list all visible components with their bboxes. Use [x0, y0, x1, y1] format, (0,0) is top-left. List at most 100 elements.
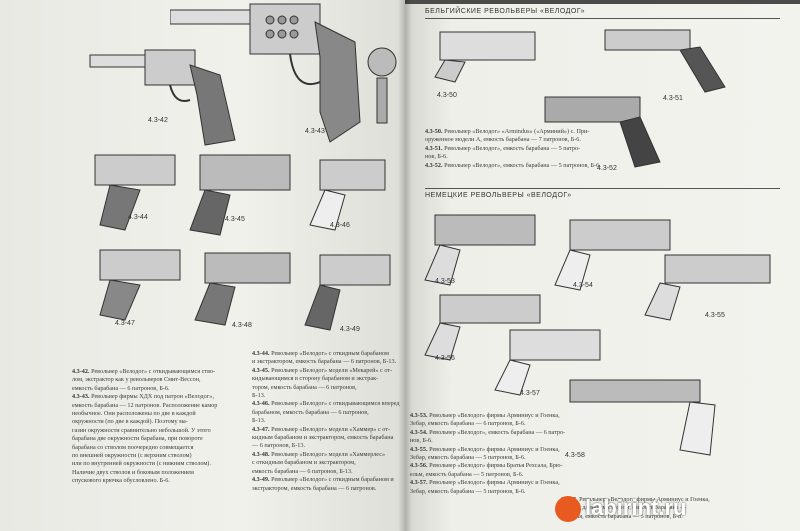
- caption-number: 4.3-54.: [410, 428, 430, 436]
- caption-line: и экстрактором, емкость барабана — 6 пат…: [252, 358, 400, 366]
- caption-text: Наличие двух стволов и боковым положение…: [72, 468, 194, 476]
- caption-line: барабана две окружности барабана, при по…: [72, 435, 217, 443]
- caption-line: по внешней окружности (с верхним стволом…: [72, 452, 217, 460]
- caption-text: и экстрактором, емкость барабана — 6 пат…: [252, 358, 397, 366]
- caption-text: Зебар, емкость барабана — 5 патронов, Б-…: [410, 487, 526, 495]
- caption-line: кидывающимся в сторону барабаном и экстр…: [252, 375, 400, 383]
- figure-label: 4.3-46: [330, 222, 350, 229]
- right-page: БЕЛЬГИЙСКИЕ РЕВОЛЬВЕРЫ «ВЕЛОДОГ» 4.3-50 …: [405, 0, 800, 531]
- caption-number: 4.3-46.: [252, 400, 272, 408]
- caption-line: 4.3-43. Револьвер фирмы ХДХ под патрон «…: [72, 393, 217, 401]
- caption-number: 4.3-57.: [410, 479, 430, 487]
- figure-label: 4.3-47: [115, 320, 135, 327]
- figure-label: 4.3-48: [232, 322, 252, 329]
- caption-line: спускового крючка обусловлено. Б-6.: [72, 477, 217, 485]
- caption-line: Зебар, емкость барабана — 6 патронов, Б-…: [410, 420, 565, 428]
- caption-text: газин окружности сравнительно небольшой.…: [72, 426, 211, 434]
- figure-label: 4.3-58: [565, 452, 585, 459]
- figure-label: 4.3-57: [520, 390, 540, 397]
- caption-line: экстрактором, емкость барабана — 6 патро…: [252, 485, 400, 493]
- caption-text: Б-13.: [252, 392, 266, 400]
- caption-text: Револьвер «Велодог» с откидным барабаном…: [271, 476, 394, 484]
- caption-text: окружности (по две в каждой). Поэтому ма…: [72, 418, 188, 426]
- caption-line: 4.3-48. Револьвер «Велодог» модели «Хамм…: [252, 451, 400, 459]
- caption-text: Б-13.: [252, 417, 266, 425]
- header-bar: [405, 0, 800, 4]
- caption-number: 4.3-53.: [410, 412, 430, 419]
- caption-number: 4.3-51.: [425, 144, 445, 152]
- caption-text: емкость барабана — 6 патронов, Б-6.: [72, 384, 170, 392]
- caption-number: 4.3-56.: [410, 462, 430, 470]
- caption-text: Револьвер «Велодог» фирмы Арминиус и Гое…: [429, 445, 560, 453]
- caption-text: необычное. Они расположены по две в кажд…: [72, 410, 196, 418]
- caption-line: 4.3-56. Револьвер «Велодог» фирмы Братья…: [410, 462, 565, 470]
- book-gutter: [398, 0, 412, 531]
- caption-text: лом, экстрактор как у револьверов Смит-В…: [72, 376, 201, 384]
- caption-text: Револьвер «Велодог» фирмы Арминиус и Гое…: [579, 496, 710, 503]
- caption-line: Наличие двух стволов и боковым положение…: [72, 469, 217, 477]
- section-header: НЕМЕЦКИЕ РЕВОЛЬВЕРЫ «ВЕЛОДОГ»: [425, 192, 572, 199]
- caption-line: барабана со стволом поочередно совмещает…: [72, 444, 217, 452]
- caption-text: Револьвер «Велодог» фирмы Братья Рехсала…: [429, 462, 563, 470]
- figure-label: 4.3-53: [435, 278, 455, 285]
- left-page: 4.3-42 4.3-43 4.3-44 4.3-45 4.3-46 4.3-4…: [0, 0, 405, 531]
- caption-line: 4.3-42. Револьвер «Велодог» с откидывающ…: [72, 368, 217, 376]
- figure-label: 4.3-51: [663, 95, 683, 102]
- caption-text: Зебар, емкость барабана — 6 патронов, Б-…: [410, 420, 526, 428]
- caption-text: нов, Б-6.: [425, 153, 448, 161]
- caption-line: тором, емкость барабана — 6 патронов,: [252, 384, 400, 392]
- figure-label: 4.3-55: [705, 312, 725, 319]
- caption-number: 4.3-45.: [252, 366, 272, 374]
- caption-text: нов, Б-6.: [410, 437, 433, 445]
- caption-text: по внешней окружности (с верхним стволом…: [72, 452, 192, 460]
- caption-text: кидывающимся в сторону барабаном и экстр…: [252, 375, 379, 383]
- figure-label: 4.3-52: [597, 165, 617, 172]
- caption-text: Револьвер «Велодог» с откидывающимся ств…: [91, 368, 216, 375]
- revolver-row-47-49: [99, 249, 391, 331]
- divider: [425, 188, 780, 189]
- captions-top: 4.3-50. Револьвер «Велодог» «Armindus» (…: [425, 128, 601, 170]
- caption-text: барабана две окружности барабана, при по…: [72, 435, 203, 443]
- caption-number: 4.3-43.: [72, 393, 92, 401]
- caption-text: емкость барабана — 6 патронов, Б-13.: [252, 467, 353, 475]
- caption-text: Револьвер «Велодог» с откидывающимся впе…: [271, 400, 400, 408]
- revolver-row-44-46: [94, 154, 386, 236]
- caption-line: ельм, емкость барабана — 5 патронов, Б-6…: [410, 471, 565, 479]
- figure-label: 4.3-54: [573, 282, 593, 289]
- caption-text: Револьвер «Велодог» фирмы Арминиус и Гое…: [429, 479, 560, 487]
- caption-line: кидным барабаном и экстрактором, емкость…: [252, 434, 400, 442]
- labirint-logo-icon: [555, 496, 581, 523]
- caption-line: 4.3-54. Револьвер «Велодог», емкость бар…: [410, 429, 565, 437]
- figure-label: 4.3-50: [437, 92, 457, 99]
- caption-text: с откидным барабаном и экстрактором,: [252, 459, 356, 467]
- section-header: БЕЛЬГИЙСКИЕ РЕВОЛЬВЕРЫ «ВЕЛОДОГ»: [425, 8, 586, 15]
- caption-line: 4.3-55. Револьвер «Велодог» фирмы Армини…: [410, 446, 565, 454]
- figure-label: 4.3-56: [435, 355, 455, 362]
- caption-number: 4.3-55.: [410, 445, 430, 453]
- watermark: labirint.ru: [555, 495, 687, 523]
- caption-line: 4.3-45. Револьвер «Велодог» модели «Мека…: [252, 367, 400, 375]
- caption-line: нов, Б-6.: [425, 153, 601, 161]
- caption-number: 4.3-48.: [252, 450, 272, 458]
- caption-number: 4.3-49.: [252, 476, 272, 484]
- figure-label: 4.3-44: [128, 214, 148, 221]
- caption-line: 4.3-52. Револьвер «Велодог», емкость бар…: [425, 162, 601, 170]
- caption-number: 4.3-44.: [252, 350, 272, 357]
- caption-number: 4.3-47.: [252, 425, 272, 433]
- caption-line: 4.3-57. Револьвер «Велодог» фирмы Армини…: [410, 479, 565, 487]
- watermark-text: labirint.ru: [585, 495, 687, 520]
- caption-line: Зебар, с длинным стволом, емкость бараба…: [560, 504, 710, 512]
- revolver-row-50-52: [434, 29, 726, 168]
- caption-line: или по внутренней окружности (с нижним с…: [72, 460, 217, 468]
- caption-text: емкость барабана — 12 патронов. Располож…: [72, 401, 218, 409]
- revolver-illustration-42: [89, 49, 236, 146]
- caption-line: барабаном, емкость барабана — 6 патронов…: [252, 409, 400, 417]
- caption-line: 4.3-49. Револьвер «Велодог» с откидным б…: [252, 476, 400, 484]
- caption-line: необычное. Они расположены по две в кажд…: [72, 410, 217, 418]
- divider: [425, 18, 780, 19]
- caption-text: — 6 патронов, Б-13.: [252, 442, 306, 450]
- caption-line: лом, экстрактор как у револьверов Смит-В…: [72, 376, 217, 384]
- caption-text: Револьвер «Велодог» модели «Мекарей» с о…: [271, 366, 393, 374]
- caption-text: Револьвер «Велодог», емкость барабана — …: [429, 428, 566, 436]
